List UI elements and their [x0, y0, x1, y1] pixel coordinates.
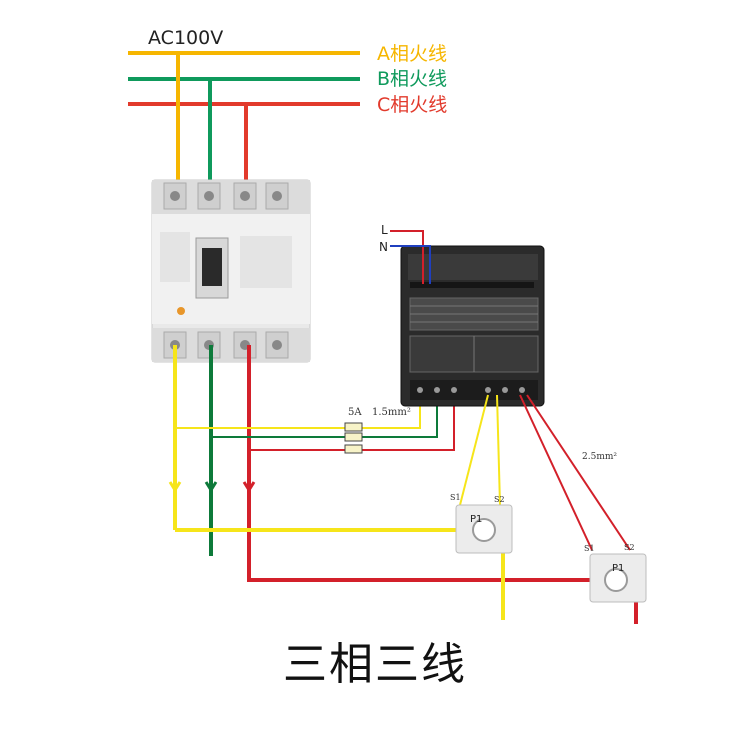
phase-c-label: C相火线 [377, 94, 447, 116]
ct2-s2-label: S2 [624, 543, 635, 552]
meter-n-label: N [379, 240, 388, 254]
ct1-s2-label: S2 [494, 495, 505, 504]
meter-l-wire [390, 230, 424, 284]
ct2-s1-wire [519, 394, 593, 551]
diagram-caption: 三相三线 [283, 639, 467, 690]
ct2-p1-label: P1 [612, 563, 624, 574]
arrow-a-icon [168, 481, 182, 493]
voltage-tap-c [249, 395, 455, 451]
load-c-line [247, 345, 636, 582]
current-transformer-2: P1 S1 S2 [584, 543, 647, 603]
arrow-c-icon [242, 481, 256, 493]
voltage-wire-label: 1.5mm² [372, 407, 411, 418]
current-wire-label: 2.5mm² [582, 452, 617, 462]
voltage-tap-b [211, 395, 438, 438]
circuit-breaker [151, 179, 311, 363]
fuse-c [344, 444, 363, 454]
meter-n-wire [390, 245, 431, 284]
test-button[interactable] [177, 307, 185, 315]
phase-b-label: B相火线 [377, 68, 447, 90]
supply-label: AC100V [148, 27, 223, 49]
breaker-toggle[interactable] [202, 248, 222, 286]
ct1-s1-wire [459, 394, 489, 506]
current-transformer-1: P1 S1 S2 [450, 493, 513, 554]
fuse-b [344, 432, 363, 442]
fuse-rating-label: 5A [348, 407, 362, 418]
fuse-a [344, 422, 363, 432]
ct2-s2-wire [526, 394, 631, 551]
ct2-s1-label: S1 [584, 544, 595, 553]
arrow-b-icon [204, 481, 218, 493]
meter-l-label: L [381, 223, 388, 237]
ct1-p1-label: P1 [470, 514, 482, 525]
ct1-s1-label: S1 [450, 493, 461, 502]
power-meter [400, 245, 545, 407]
ct1-s2-wire [496, 394, 501, 506]
phase-a-label: A相火线 [377, 43, 447, 65]
